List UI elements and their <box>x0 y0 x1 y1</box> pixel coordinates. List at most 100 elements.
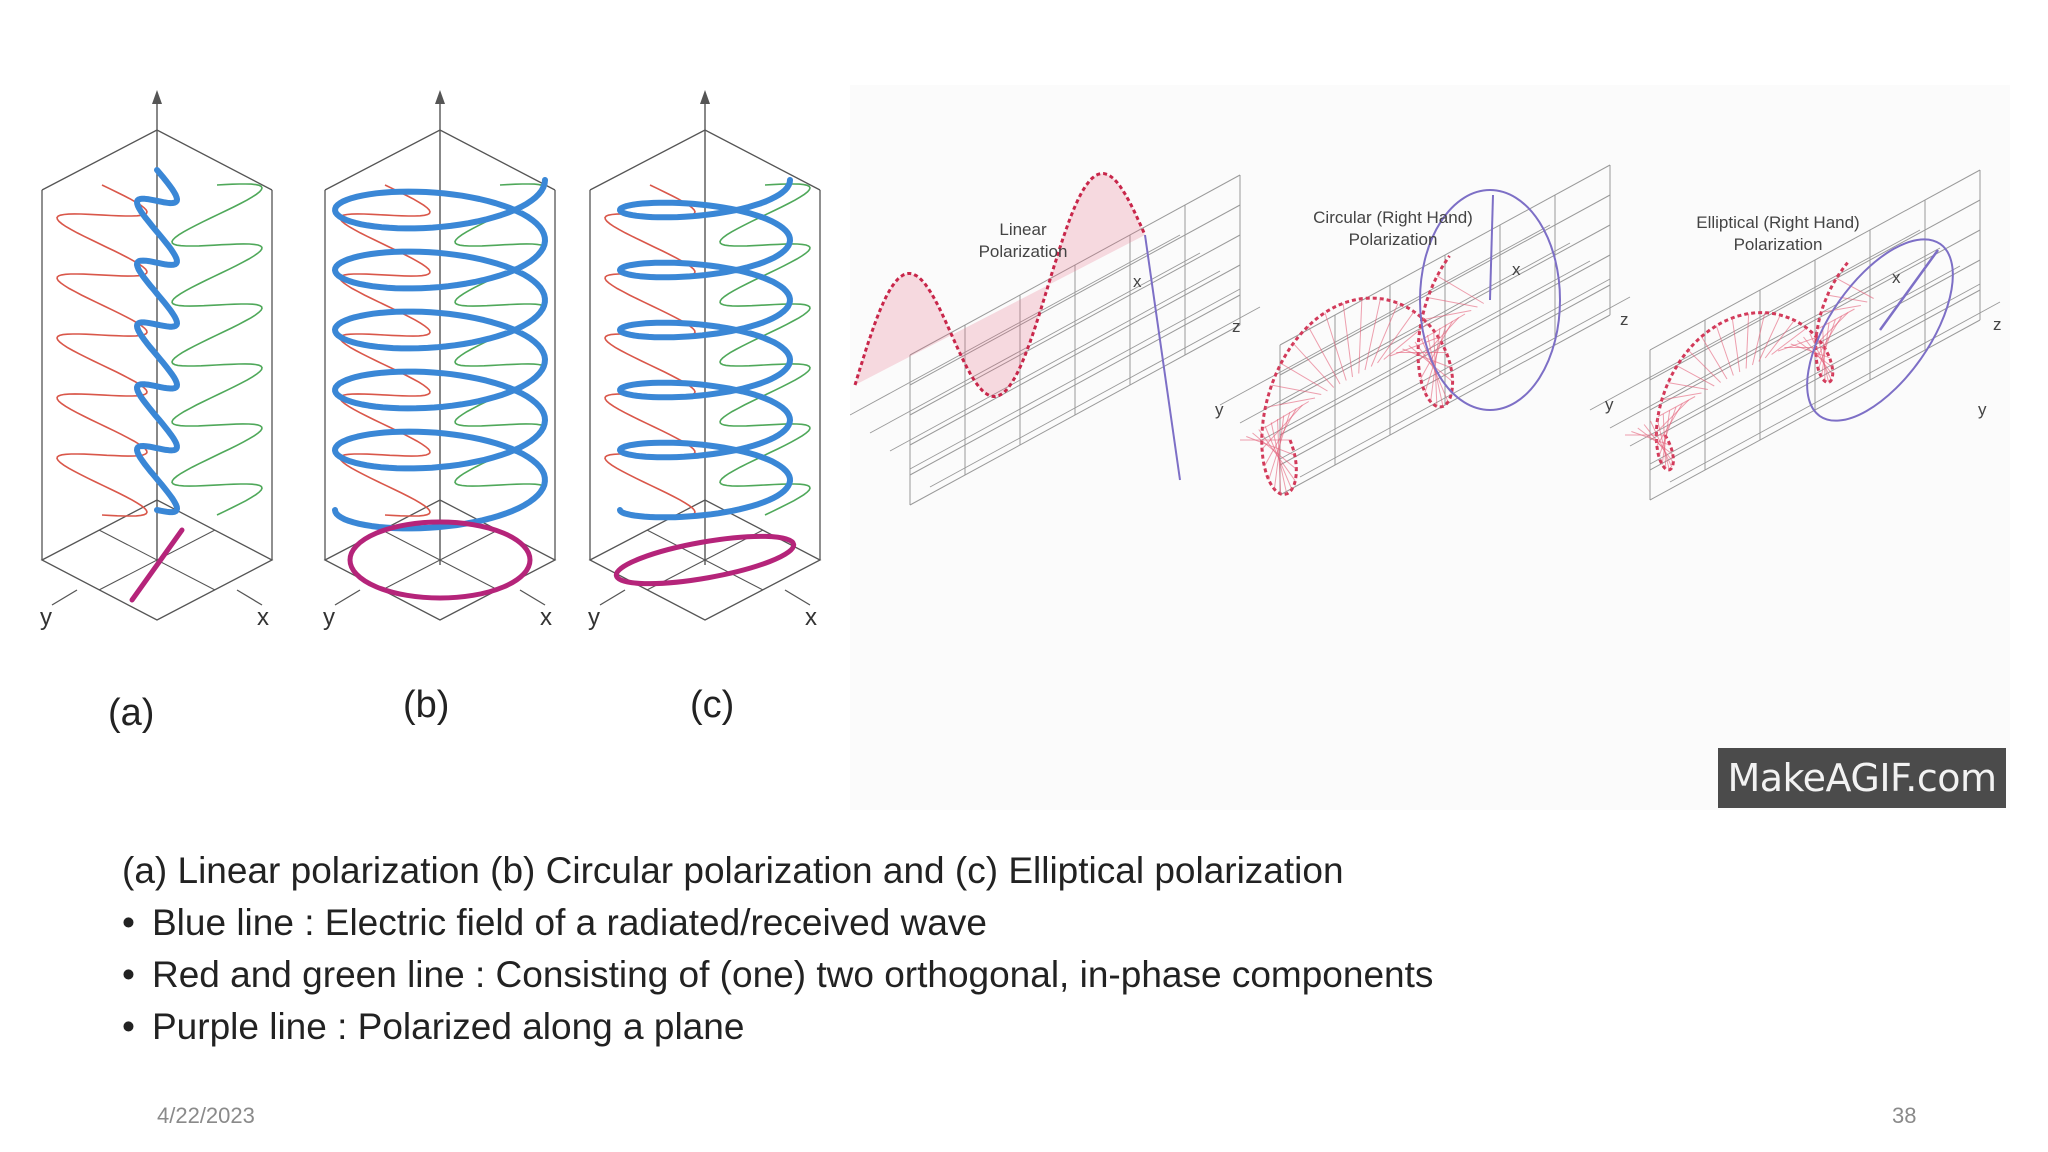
footer-date: 4/22/2023 <box>157 1103 255 1128</box>
panel-label-a: (a) <box>108 692 155 734</box>
panel-label-b: (b) <box>403 684 450 726</box>
circular-spoke <box>1418 313 1466 343</box>
circular-spoke <box>1364 298 1381 371</box>
slide-number: 38 <box>1892 1103 1917 1128</box>
elliptical-spoke <box>1809 333 1832 381</box>
axis-label-x: x <box>540 604 552 631</box>
elliptical-spoke <box>1815 312 1849 346</box>
axis-arrow <box>700 90 710 104</box>
linear-floor <box>849 234 1181 416</box>
elliptical-floor <box>1609 247 1941 429</box>
elliptical-grid-h <box>1649 319 1981 501</box>
elliptical-vector <box>1878 249 1940 331</box>
elliptical-floor <box>1589 229 1921 411</box>
linear-grid-h <box>909 174 1241 356</box>
floor <box>323 499 557 621</box>
linear-grid-h <box>909 294 1241 476</box>
bullet-purple-line: Purple line : Polarized along a plane <box>122 1001 1622 1053</box>
frame-top <box>324 129 556 191</box>
linear-title-1: Linear <box>999 220 1047 239</box>
circular-spoke <box>1417 317 1460 362</box>
linear-grid-h <box>909 234 1241 416</box>
caption: (a) Linear polarization (b) Circular pol… <box>122 845 1622 1053</box>
circular-title-1: Circular (Right Hand) <box>1313 208 1473 227</box>
elliptical-spoke <box>1777 336 1817 352</box>
circular-floor <box>1239 242 1571 424</box>
axis-label-y: y <box>588 604 600 631</box>
elliptical-spoke <box>1796 340 1833 368</box>
polarization-animation-frame: Linear Polarization Circular (Right Hand… <box>849 85 2010 810</box>
circular-spoke <box>1324 312 1347 381</box>
bullet-red-green-line: Red and green line : Consisting of (one)… <box>122 949 1622 1001</box>
circular-spoke <box>1427 297 1478 308</box>
elliptical-spoke <box>1661 392 1702 401</box>
circular-spoke <box>1292 343 1335 388</box>
circular-spoke <box>1280 362 1328 392</box>
elliptical-spoke <box>1758 314 1781 362</box>
circular-ring <box>1419 189 1561 411</box>
elliptical-polarization-illustration <box>1589 169 2001 501</box>
panel-label-c: (c) <box>690 684 735 726</box>
axis-arrow <box>152 90 162 104</box>
elliptical-ring <box>1806 238 1954 422</box>
circular-spoke <box>1437 275 1485 304</box>
frame-top <box>589 129 821 191</box>
elliptical-spoke <box>1752 312 1766 366</box>
circular-grid-h <box>1279 164 1611 346</box>
x-axis-arrow <box>784 589 811 606</box>
elliptical-grid-h <box>1649 169 1981 351</box>
purple-projection <box>347 519 533 601</box>
linear-axis-y: y <box>1215 400 1224 419</box>
linear-axis-z: z <box>1232 317 1241 336</box>
blue-wave <box>617 177 793 521</box>
floor-grid-2 <box>646 529 764 591</box>
green-wave <box>454 183 546 516</box>
elliptical-spoke <box>1836 277 1874 299</box>
circular-spoke <box>1370 302 1399 367</box>
purple-projection <box>129 527 185 603</box>
elliptical-helix <box>1654 261 1849 472</box>
circular-spoke <box>1424 324 1447 393</box>
y-axis-arrow <box>51 589 78 606</box>
linear-wave <box>853 172 1147 398</box>
circular-floor <box>1259 260 1591 442</box>
elliptical-title-2: Polarization <box>1734 235 1823 254</box>
circular-floor <box>1279 278 1611 460</box>
floor <box>40 499 274 621</box>
circular-floor <box>1299 296 1631 478</box>
linear-floor <box>909 288 1241 470</box>
floor-grid-2 <box>381 529 499 591</box>
elliptical-floor <box>1649 283 1981 465</box>
circular-spoke <box>1271 384 1322 395</box>
elliptical-grid-h <box>1649 229 1981 411</box>
floor-grid-2 <box>98 529 216 591</box>
elliptical-spoke <box>1668 382 1708 390</box>
elliptical-spoke <box>1687 349 1721 383</box>
circular-spoke <box>1268 411 1291 481</box>
y-axis-arrow <box>334 589 361 606</box>
elliptical-axis-z: z <box>1993 315 2002 334</box>
linear-axis-x: x <box>1133 272 1142 291</box>
linear-grid-h <box>909 204 1241 386</box>
purple-projection <box>613 533 797 587</box>
frame-top <box>41 129 273 191</box>
circular-spoke <box>1421 310 1472 321</box>
elliptical-spoke <box>1676 365 1715 387</box>
circular-spoke <box>1358 298 1363 374</box>
linear-floor <box>889 270 1221 452</box>
axis-label-x: x <box>805 604 817 631</box>
circular-spoke <box>1262 401 1310 430</box>
elliptical-spoke <box>1764 320 1795 359</box>
circular-spoke <box>1265 397 1316 408</box>
linear-grid-h <box>909 324 1241 506</box>
elliptical-axis-y: y <box>1978 400 1987 419</box>
red-wave <box>56 184 148 517</box>
circular-vector <box>1489 194 1494 301</box>
blue-wave <box>134 167 180 516</box>
elliptical-title-1: Elliptical (Right Hand) <box>1696 213 1859 232</box>
bullet-blue-line: Blue line : Electric field of a radiated… <box>122 897 1622 949</box>
green-wave <box>719 183 811 516</box>
linear-title-2: Polarization <box>979 242 1068 261</box>
